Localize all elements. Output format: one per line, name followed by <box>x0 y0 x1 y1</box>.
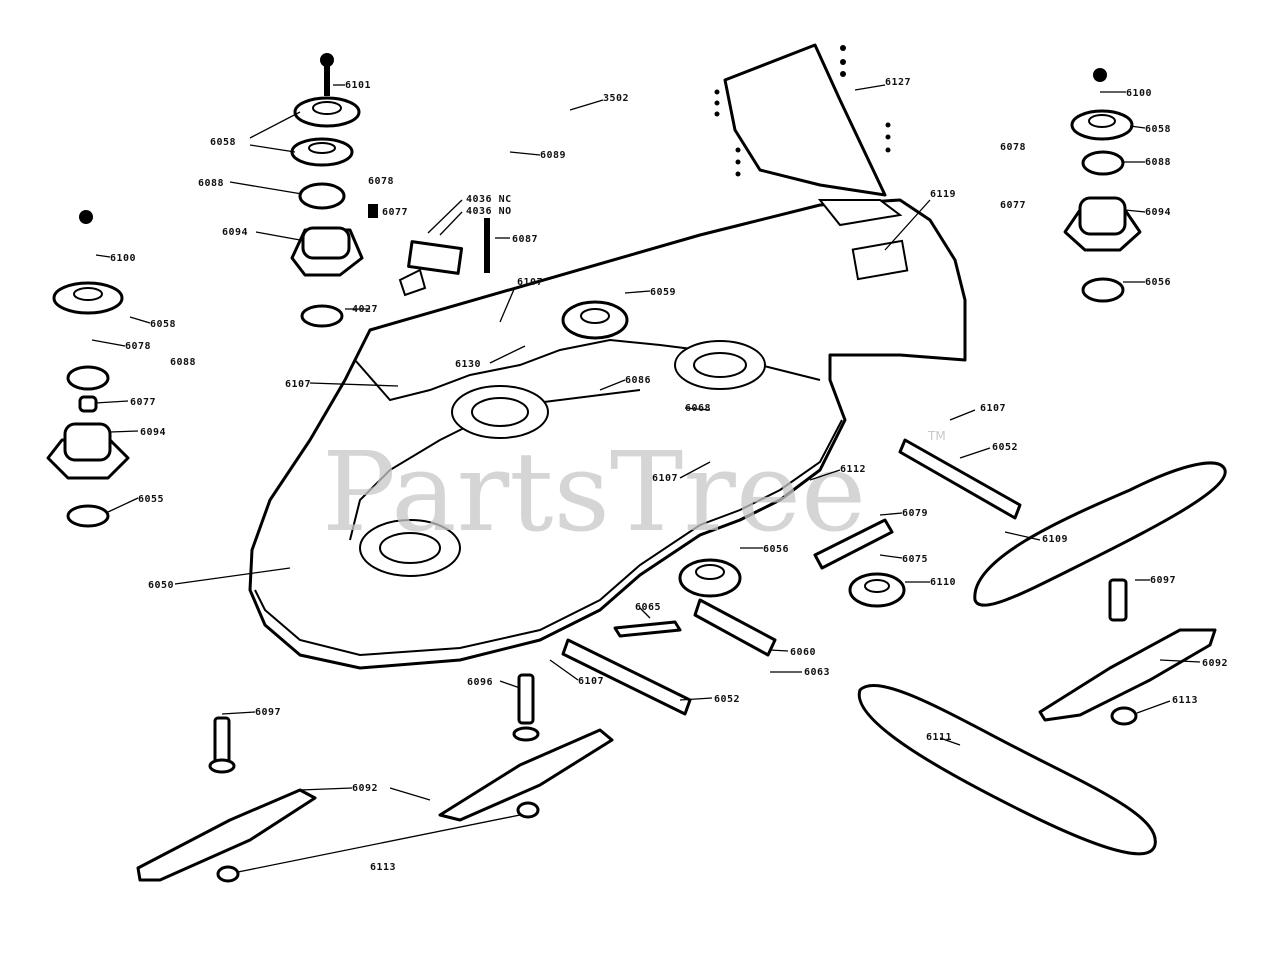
callout-6113[interactable]: 6113 <box>1172 695 1198 706</box>
watermark-trademark: TM <box>927 429 946 443</box>
callout-6075[interactable]: 6075 <box>902 554 928 565</box>
callout-6094[interactable]: 6094 <box>1145 207 1171 218</box>
callout-6111[interactable]: 6111 <box>926 732 952 743</box>
callout-6119[interactable]: 6119 <box>930 189 956 200</box>
blade-center[interactable] <box>438 673 614 822</box>
callout-6077[interactable]: 6077 <box>382 207 408 218</box>
callout-6052[interactable]: 6052 <box>992 442 1018 453</box>
callout-6094[interactable]: 6094 <box>140 427 166 438</box>
callout-6058[interactable]: 6058 <box>1145 124 1171 135</box>
callout-6059[interactable]: 6059 <box>650 287 676 298</box>
callout-3502[interactable]: 3502 <box>603 93 629 104</box>
belt-shield[interactable] <box>714 43 891 197</box>
callout-6079[interactable]: 6079 <box>902 508 928 519</box>
belt-6109[interactable] <box>973 461 1227 607</box>
spindle-stack-top-left[interactable] <box>290 53 364 328</box>
mower-deck-housing[interactable] <box>248 198 967 670</box>
callout-6056[interactable]: 6056 <box>1145 277 1171 288</box>
callout-6058[interactable]: 6058 <box>210 137 236 148</box>
spring-6065[interactable] <box>613 620 682 638</box>
baffle-bar-bottom[interactable] <box>561 638 692 716</box>
belt-6111[interactable] <box>857 684 1157 856</box>
callout-6097[interactable]: 6097 <box>1150 575 1176 586</box>
callout-6107[interactable]: 6107 <box>652 473 678 484</box>
callout-6107[interactable]: 6107 <box>285 379 311 390</box>
center-pulley-6059[interactable] <box>561 300 629 340</box>
callout-6107[interactable]: 6107 <box>578 676 604 687</box>
callout-6110[interactable]: 6110 <box>930 577 956 588</box>
callout-6109[interactable]: 6109 <box>1042 534 1068 545</box>
idler-pulley-6110[interactable] <box>813 518 906 608</box>
callout-6092[interactable]: 6092 <box>1202 658 1228 669</box>
callout-6100[interactable]: 6100 <box>1126 88 1152 99</box>
callout-6077[interactable]: 6077 <box>130 397 156 408</box>
callout-6050[interactable]: 6050 <box>148 580 174 591</box>
callout-6065[interactable]: 6065 <box>635 602 661 613</box>
callout-6096[interactable]: 6096 <box>467 677 493 688</box>
leader-lines <box>91 84 1201 873</box>
callout-6130[interactable]: 6130 <box>455 359 481 370</box>
blade-right[interactable] <box>1038 578 1217 726</box>
callout-6077[interactable]: 6077 <box>1000 200 1026 211</box>
callout-6094[interactable]: 6094 <box>222 227 248 238</box>
spindle-stack-top-right[interactable] <box>1063 68 1142 303</box>
blade-left[interactable] <box>136 716 317 883</box>
spindle-stack-left[interactable] <box>46 210 130 528</box>
callout-6087[interactable]: 6087 <box>512 234 538 245</box>
callout-6086[interactable]: 6086 <box>625 375 651 386</box>
callout-4036-nc[interactable]: 4036 NC <box>466 194 512 205</box>
callout-6097[interactable]: 6097 <box>255 707 281 718</box>
callout-4027[interactable]: 4027 <box>352 304 378 315</box>
callout-6055[interactable]: 6055 <box>138 494 164 505</box>
callout-6078[interactable]: 6078 <box>368 176 394 187</box>
idler-pulley-6056[interactable] <box>678 558 777 657</box>
callout-4036-no[interactable]: 4036 NO <box>466 206 512 217</box>
callout-6112[interactable]: 6112 <box>840 464 866 475</box>
callout-6088[interactable]: 6088 <box>198 178 224 189</box>
callout-6089[interactable]: 6089 <box>540 150 566 161</box>
callout-6107[interactable]: 6107 <box>980 403 1006 414</box>
baffle-bar-right[interactable] <box>898 438 1022 520</box>
callout-labels: 6101 6058 6088 6078 6077 6094 4036 NC 40… <box>110 77 1228 873</box>
callout-6058[interactable]: 6058 <box>150 319 176 330</box>
callout-6068[interactable]: 6068 <box>685 403 711 414</box>
callout-6101[interactable]: 6101 <box>345 80 371 91</box>
callout-6056[interactable]: 6056 <box>763 544 789 555</box>
safety-switch[interactable] <box>368 204 490 297</box>
callout-6113[interactable]: 6113 <box>370 862 396 873</box>
watermark-text: PartsTree <box>322 428 866 556</box>
callout-6060[interactable]: 6060 <box>790 647 816 658</box>
callout-6063[interactable]: 6063 <box>804 667 830 678</box>
callout-6100[interactable]: 6100 <box>110 253 136 264</box>
callout-6052[interactable]: 6052 <box>714 694 740 705</box>
callout-6088[interactable]: 6088 <box>1145 157 1171 168</box>
callout-6078[interactable]: 6078 <box>1000 142 1026 153</box>
callout-6078[interactable]: 6078 <box>125 341 151 352</box>
callout-6092[interactable]: 6092 <box>352 783 378 794</box>
callout-6088[interactable]: 6088 <box>170 357 196 368</box>
callout-6127[interactable]: 6127 <box>885 77 911 88</box>
callout-6107[interactable]: 6107 <box>517 277 543 288</box>
